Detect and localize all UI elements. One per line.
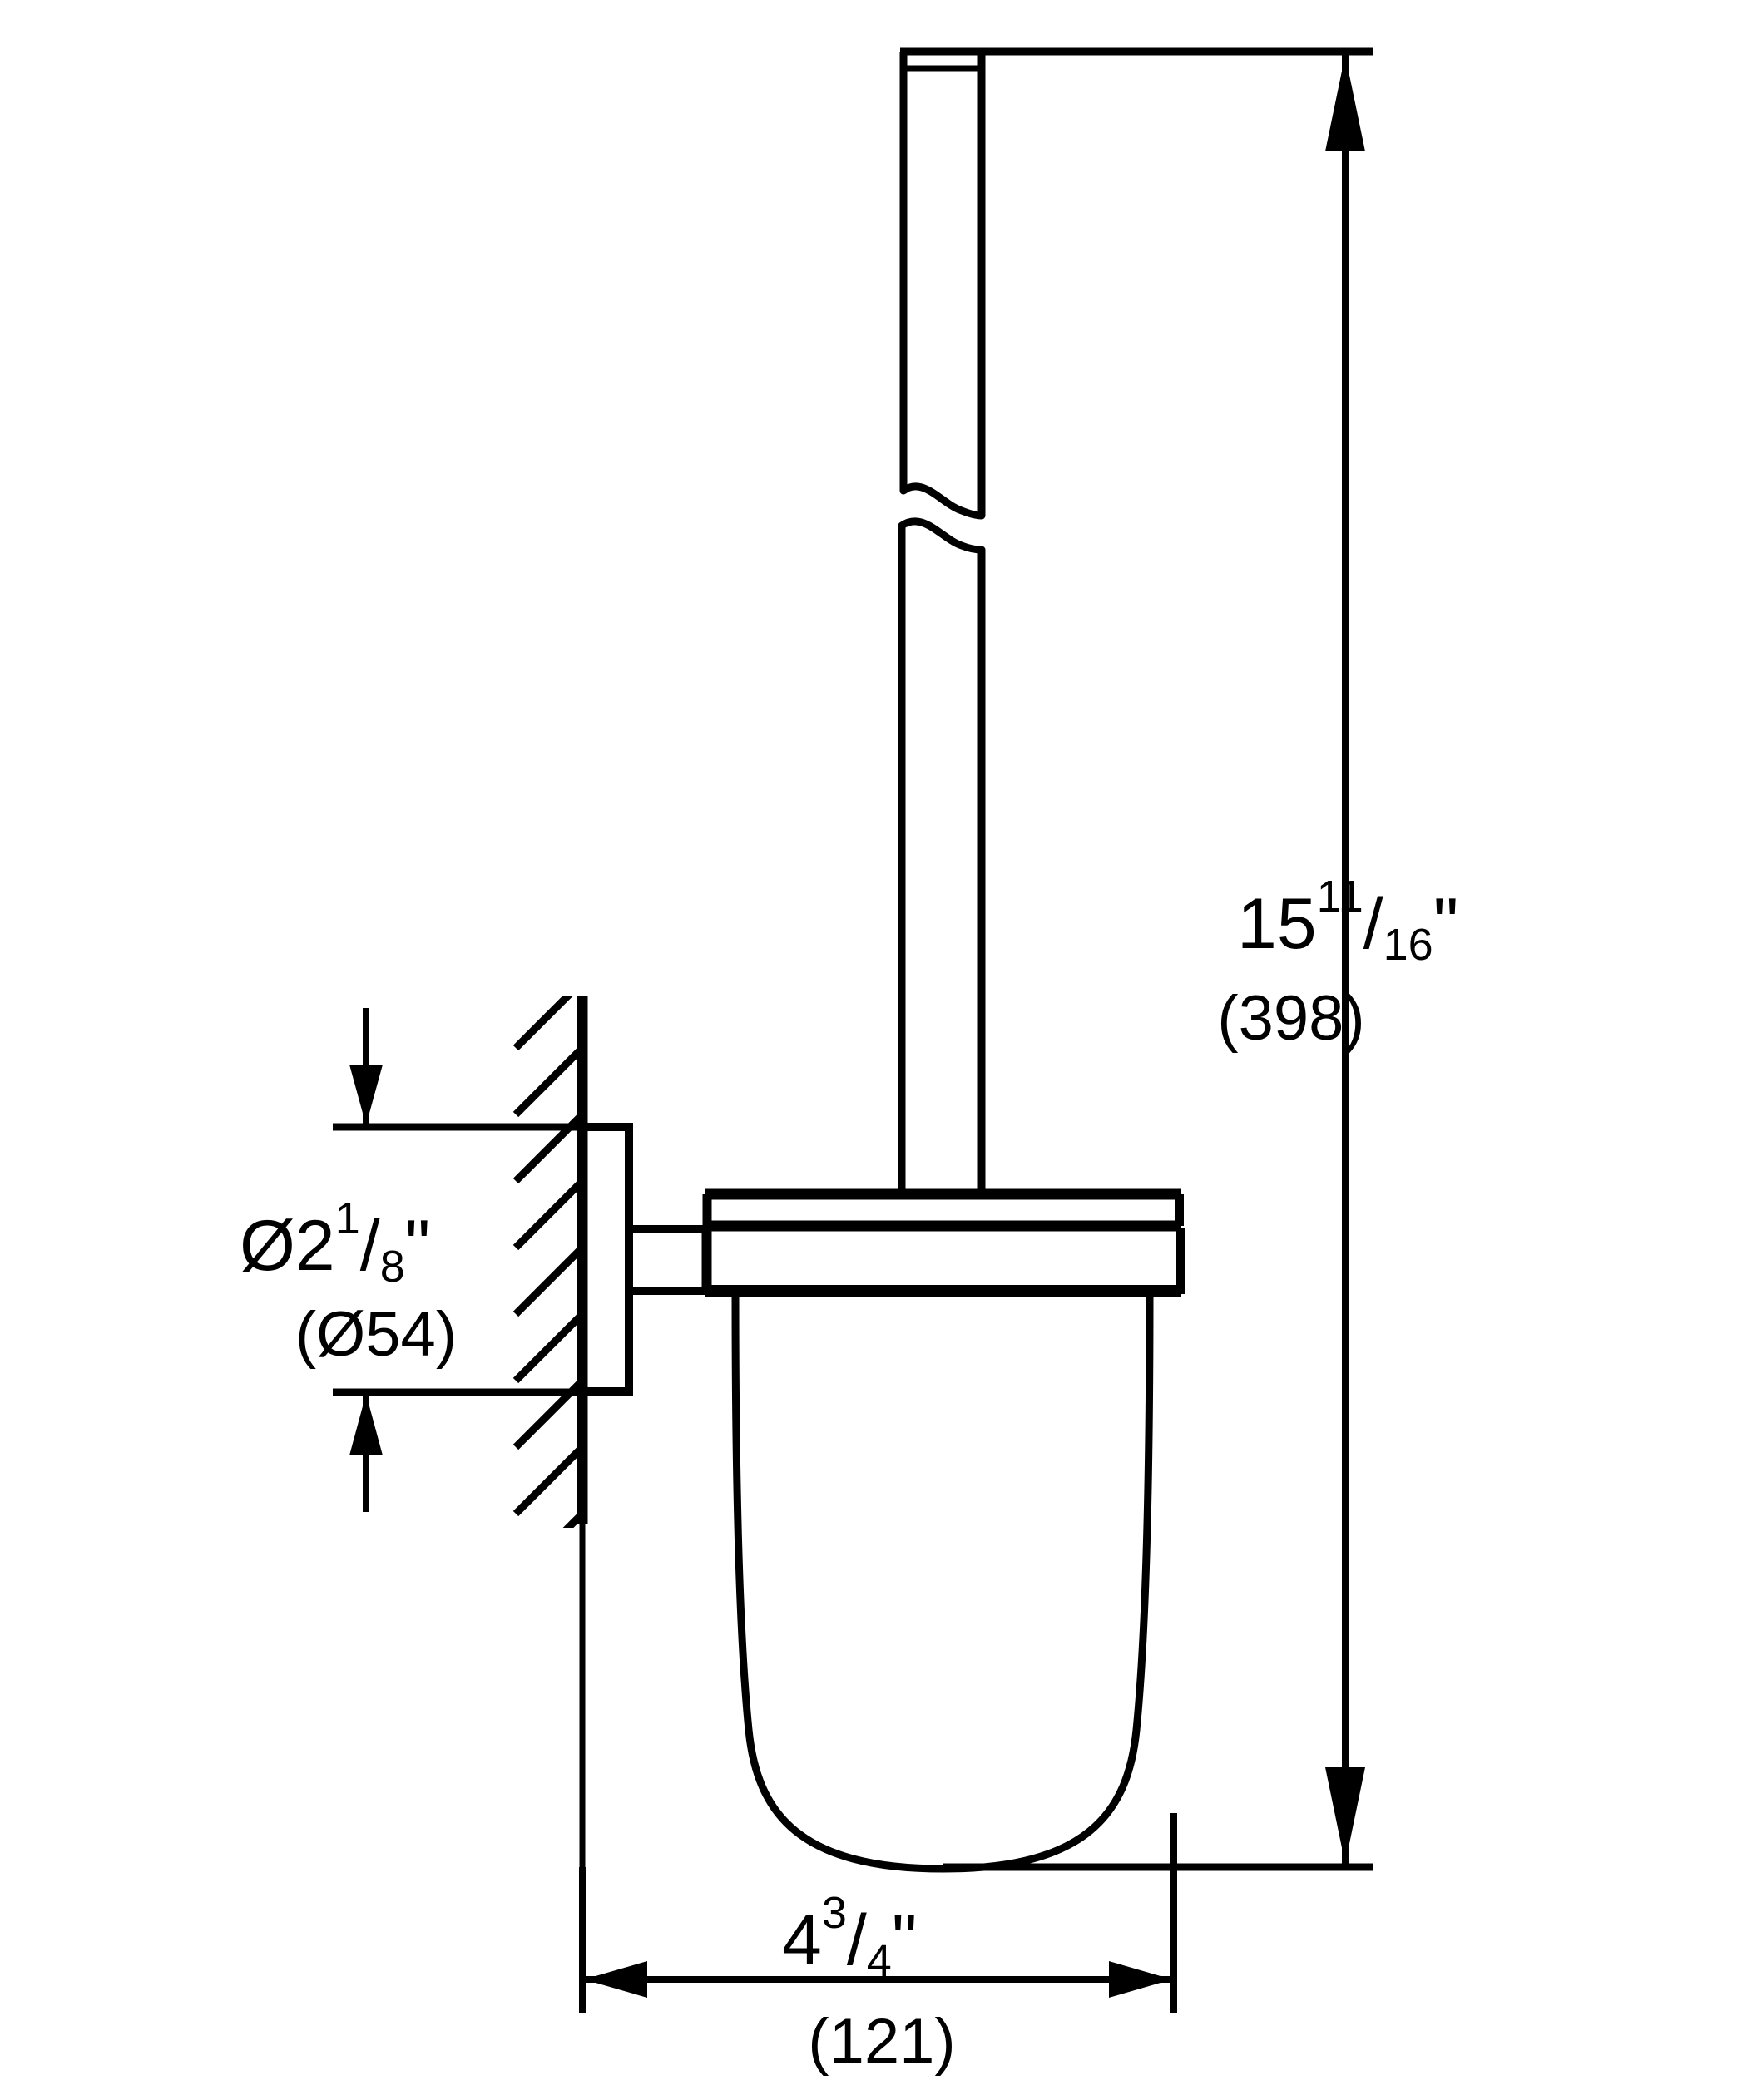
projection-inch-mark: " [892, 1900, 918, 1980]
diameter-denominator: 8 [380, 1242, 405, 1292]
projection-dimension-label: 43/4" (121) [782, 1888, 956, 2077]
svg-text:43/4": 43/4" [782, 1888, 917, 1986]
projection-dimension [579, 1813, 1177, 2013]
diameter-dimension [333, 1008, 582, 1512]
height-numerator: 11 [1317, 872, 1363, 922]
height-dimension [943, 47, 1373, 1871]
projection-numerator: 3 [822, 1888, 847, 1938]
diameter-inch-mark: " [405, 1206, 431, 1286]
brush-handle-rod [898, 47, 986, 1193]
projection-slash: / [847, 1900, 867, 1980]
svg-text:1511/16": 1511/16" [1237, 872, 1458, 970]
diameter-dimension-label: Ø21/8" (Ø54) [240, 1193, 457, 1370]
height-metric-value: (398) [1217, 983, 1364, 1054]
glass-tumbler [731, 1293, 1154, 1873]
height-slash: / [1363, 884, 1383, 964]
diameter-metric-value: (Ø54) [295, 1299, 457, 1370]
wall-mount-plate [578, 1123, 633, 1396]
connector-arm [629, 1225, 710, 1295]
wall-hatching [512, 996, 588, 1988]
diameter-symbol-and-whole: Ø2 [240, 1206, 335, 1286]
diameter-slash: / [360, 1206, 380, 1286]
projection-whole-value: 4 [782, 1900, 822, 1980]
svg-text:Ø21/8": Ø21/8" [240, 1193, 430, 1292]
height-inch-mark: " [1433, 884, 1459, 964]
height-denominator: 16 [1383, 920, 1433, 970]
projection-metric-value: (121) [808, 2006, 955, 2077]
height-whole-value: 15 [1237, 884, 1317, 964]
height-dimension-label: 1511/16" (398) [1217, 872, 1458, 1054]
holder-rim [702, 1188, 1185, 1297]
diameter-numerator: 1 [335, 1193, 360, 1243]
projection-denominator: 4 [867, 1936, 892, 1986]
